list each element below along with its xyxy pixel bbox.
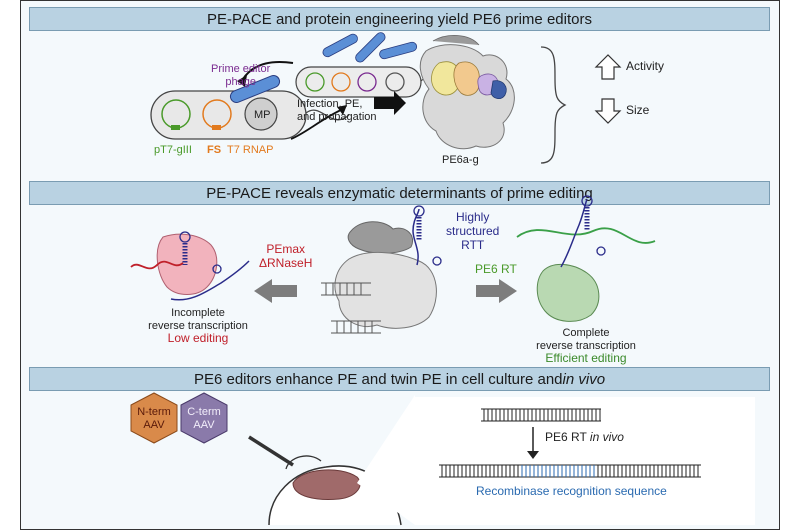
- complete-dna-strand: [516, 227, 656, 244]
- center-cas9-lobe: [347, 221, 413, 254]
- section-enzymatic-determinants: PE-PACE reveals enzymatic determinants o…: [21, 179, 778, 365]
- highly-structured-rtt-line2: structured: [446, 223, 500, 238]
- highly-structured-rtt-line3: RTT: [461, 237, 485, 252]
- section-pe-pace-engineering: PE-PACE and protein engineering yield PE…: [21, 1, 778, 179]
- complete-rt-line1: Complete: [562, 327, 610, 339]
- pemax-label-line2: ΔRNaseH: [259, 255, 313, 270]
- incomplete-rt-line1: Incomplete: [171, 307, 225, 319]
- incomplete-rna-strand: [170, 260, 250, 301]
- fs-label: FS: [207, 144, 222, 156]
- infection-label-line1: Infection, PE,: [297, 98, 363, 110]
- pemax-label: PEmax ΔRNaseH: [259, 242, 313, 271]
- incomplete-rt-label: Incomplete reverse transcription Low edi…: [133, 307, 263, 346]
- prime-editor-phage: [229, 75, 281, 103]
- panel-1-illustration: [150, 32, 622, 164]
- left-grey-arrow: [254, 279, 297, 303]
- size-down-arrow: [594, 98, 622, 124]
- injection-needle: [248, 435, 294, 467]
- c-term-aav-label: C-term AAV: [187, 406, 221, 431]
- n-term-aav-label: N-term AAV: [137, 406, 171, 431]
- pt7-plasmid-marker: [171, 125, 180, 130]
- n-term-aav-line1: N-term: [137, 406, 171, 418]
- pe6-rt-label: PE6 RT: [475, 262, 517, 276]
- mouse-brain: [292, 469, 361, 500]
- infection-arrow: [290, 108, 344, 140]
- size-label: Size: [626, 103, 650, 117]
- infected-cell-orange-plasmid: [331, 72, 351, 92]
- infection-arrowhead: [337, 105, 347, 115]
- section-3-title-prefix: PE6 editors enhance PE and twin PE in ce…: [193, 370, 563, 388]
- center-hairpin-loop: [413, 205, 425, 217]
- infected-cell-grey-plasmid: [385, 72, 405, 92]
- cell-flagellum: [305, 109, 350, 121]
- center-small-loop: [432, 256, 442, 266]
- center-protein-body: [334, 251, 437, 329]
- incomplete-hairpin-loop: [179, 231, 191, 243]
- mp-label: MP: [254, 109, 271, 121]
- pt7-gIII-label: pT7-gIII: [154, 144, 192, 156]
- released-phage-3: [379, 41, 418, 60]
- t7-plasmid-marker: [212, 125, 221, 130]
- t7-rnap-label: T7 RNAP: [227, 144, 274, 156]
- highly-structured-rtt-line1: Highly: [456, 210, 490, 224]
- n-term-aav-hexagon: [130, 392, 178, 444]
- center-dna-ladder: [321, 282, 381, 334]
- section-2-title: PE-PACE reveals enzymatic determinants o…: [29, 181, 770, 205]
- incomplete-small-loop: [212, 264, 222, 274]
- infected-cell-purple-plasmid: [357, 72, 377, 92]
- incomplete-rt-line2: reverse transcription: [148, 319, 248, 332]
- summary-brace: [540, 46, 567, 164]
- prime-editor-phage-label: Prime editor phage: [211, 63, 270, 88]
- complete-small-loop: [596, 246, 606, 256]
- c-term-aav-line2: AAV: [193, 418, 215, 431]
- pe6-rt-in-vivo-italic: in vivo: [589, 430, 624, 444]
- figure-frame: PE-PACE and protein engineering yield PE…: [20, 0, 780, 530]
- prime-editor-phage-label-line2: phage: [225, 75, 256, 88]
- infected-cell-green-plasmid: [305, 72, 325, 92]
- complete-hairpin-loop: [581, 195, 593, 207]
- released-phage-1: [322, 33, 358, 58]
- c-term-aav-line1: C-term: [187, 406, 221, 418]
- mp-plasmid: [244, 97, 278, 131]
- pemax-label-line1: PEmax: [266, 242, 306, 256]
- prime-editor-phage-label-line1: Prime editor: [211, 63, 271, 75]
- section-in-vivo: PE6 editors enhance PE and twin PE in ce…: [21, 365, 778, 531]
- edited-dna-ladder: [439, 464, 701, 478]
- panel-3-illustration: [130, 392, 755, 526]
- original-dna-ladder: [481, 408, 601, 422]
- released-phage-2: [355, 32, 386, 63]
- pe6-variants-label: PE6a-g: [442, 154, 479, 166]
- callout-box: [415, 397, 755, 525]
- section-3-title: PE6 editors enhance PE and twin PE in ce…: [29, 367, 770, 391]
- pe6-rt-in-vivo-prefix: PE6 RT: [545, 430, 590, 444]
- infection-label-line2: and propagation: [297, 110, 377, 123]
- section-3-title-italic: in vivo: [562, 370, 606, 388]
- low-editing-label: Low editing: [167, 331, 229, 346]
- phage-loop-arrowhead: [237, 75, 247, 87]
- panel-2-illustration: [130, 195, 656, 334]
- pe6-protein-structure: [419, 35, 515, 150]
- incomplete-dna-strand: [130, 260, 184, 270]
- pe6-rt-in-vivo-label: PE6 RT in vivo: [545, 430, 624, 445]
- infection-label: Infection, PE, and propagation: [297, 98, 377, 123]
- right-grey-arrow: [476, 279, 517, 303]
- edit-arrow-head: [527, 451, 539, 459]
- result-arrow: [374, 91, 406, 115]
- activity-up-arrow: [594, 54, 622, 80]
- center-pegrna-strand: [412, 208, 420, 266]
- section-1-title: PE-PACE and protein engineering yield PE…: [29, 7, 770, 31]
- pe6-rt-protein: [536, 264, 600, 322]
- recombinase-recognition-label: Recombinase recognition sequence: [476, 484, 667, 498]
- highly-structured-rtt-label: Highly structured RTT: [446, 210, 500, 252]
- complete-rt-label: Complete reverse transcription Efficient…: [521, 327, 651, 366]
- efficient-editing-label: Efficient editing: [545, 351, 627, 366]
- mouse-ear: [285, 455, 322, 470]
- host-cell: [150, 90, 307, 140]
- n-term-aav-line2: AAV: [143, 418, 165, 431]
- c-term-aav-hexagon: [180, 392, 228, 444]
- callout-wedge: [357, 395, 415, 525]
- complete-rt-line2: reverse transcription: [536, 339, 636, 352]
- activity-label: Activity: [626, 59, 665, 73]
